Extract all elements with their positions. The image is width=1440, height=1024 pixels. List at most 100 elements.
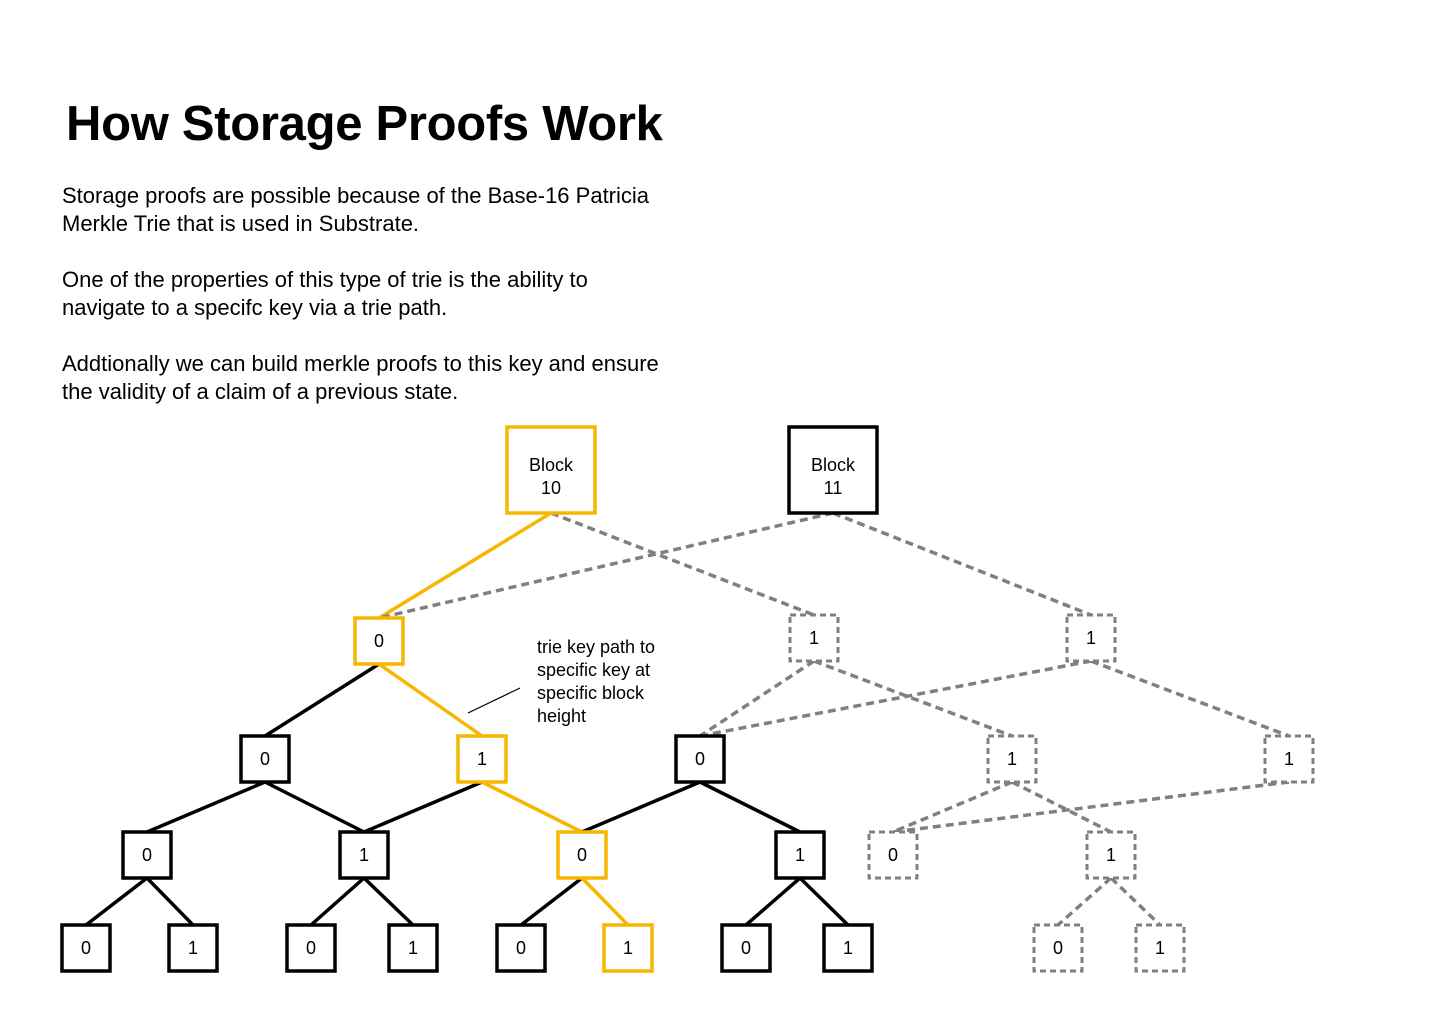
path-annotation: trie key path to specific key at specifi… <box>467 637 660 726</box>
trie-node-l8: 1 <box>822 923 874 973</box>
node-label: 1 <box>843 938 853 958</box>
properties-paragraph: One of the properties of this type of tr… <box>62 266 588 322</box>
trie-node-nd1: 1 <box>1085 830 1137 880</box>
edge-nd1-l10 <box>1109 876 1162 927</box>
trie-node-n010: 0 <box>556 830 608 880</box>
node-label: 1 <box>795 845 805 865</box>
edge-n00-n000 <box>146 780 266 834</box>
node-label: 1 <box>623 938 633 958</box>
intro-line-1: Storage proofs are possible because of t… <box>62 183 650 208</box>
intro-line-2: Merkle Trie that is used in Substrate. <box>62 211 420 236</box>
trie-node-n00: 0 <box>239 734 291 784</box>
annotation-line-4: height <box>537 706 586 726</box>
node-label: 0 <box>260 749 270 769</box>
node-label: 1 <box>359 845 369 865</box>
node-box <box>774 830 826 880</box>
node-box <box>1065 613 1117 663</box>
block-node-b11: Block 11 <box>787 425 879 515</box>
node-box <box>867 830 919 880</box>
annotation-line-1: trie key path to <box>537 637 655 657</box>
edge-n001-l4 <box>362 876 415 927</box>
block-label-line: Block <box>811 455 856 475</box>
trie-node-n001: 1 <box>338 830 390 880</box>
edge-n1d2-n11d2 <box>1090 659 1290 738</box>
node-box <box>822 923 874 973</box>
edge-n00-n001 <box>264 780 365 834</box>
node-box <box>674 734 726 784</box>
trie-node-l6: 1 <box>602 923 654 973</box>
edge-n1d2-n10 <box>699 659 1092 738</box>
trie-node-n01: 1 <box>456 734 508 784</box>
annotation-text: trie key path to specific key at specifi… <box>537 637 660 726</box>
trie-node-n1d2: 1 <box>1065 613 1117 663</box>
node-label: 0 <box>741 938 751 958</box>
trie-node-n000: 0 <box>121 830 173 880</box>
node-box <box>787 425 879 515</box>
node-box <box>1263 734 1315 784</box>
block-node-b10: Block 10 <box>505 425 597 515</box>
node-box <box>60 923 112 973</box>
block-label-line: 10 <box>541 478 561 498</box>
edge-n11d-nd1 <box>1011 780 1112 834</box>
trie-node-l5: 0 <box>495 923 547 973</box>
edge-n000-l2 <box>145 876 195 927</box>
node-box <box>556 830 608 880</box>
intro-paragraph: Storage proofs are possible because of t… <box>62 182 649 238</box>
node-label: 0 <box>888 845 898 865</box>
page-title: How Storage Proofs Work <box>66 97 663 151</box>
edge-n11d2-nd0 <box>892 780 1290 834</box>
edge-n11d-nd0 <box>892 780 1013 834</box>
node-box <box>986 734 1038 784</box>
trie-node-l4: 1 <box>387 923 439 973</box>
annotation-line-3: specific block <box>537 683 645 703</box>
node-label: 1 <box>1007 749 1017 769</box>
node-box <box>1134 923 1186 973</box>
block-label: Block 10 <box>529 455 574 498</box>
edge-b11-n1d2 <box>832 511 1092 617</box>
edge-b10-n1d <box>550 511 815 617</box>
edge-n10-n010 <box>581 780 701 834</box>
node-label: 0 <box>81 938 91 958</box>
trie-node-n11d: 1 <box>986 734 1038 784</box>
proofs-paragraph: Addtionally we can build merkle proofs t… <box>62 350 659 406</box>
trie-node-n11d2: 1 <box>1263 734 1315 784</box>
node-box <box>239 734 291 784</box>
node-box <box>338 830 390 880</box>
edge-n1d-n10 <box>699 659 815 738</box>
node-box <box>1085 830 1137 880</box>
edge-b10-n0 <box>378 511 552 620</box>
node-label: 1 <box>188 938 198 958</box>
edge-n011-l8 <box>798 876 850 927</box>
edge-n011-l7 <box>744 876 802 927</box>
edge-n010-l5 <box>519 876 584 927</box>
node-box <box>602 923 654 973</box>
block-label-line: Block <box>529 455 574 475</box>
trie-node-l7: 0 <box>720 923 772 973</box>
node-label: 0 <box>1053 938 1063 958</box>
node-box <box>495 923 547 973</box>
trie-node-nd0: 0 <box>867 830 919 880</box>
edge-n1d-n11d <box>813 659 1013 738</box>
edge-n01-n010 <box>481 780 583 834</box>
node-label: 0 <box>142 845 152 865</box>
edge-n10-n011 <box>699 780 801 834</box>
node-label: 1 <box>1106 845 1116 865</box>
edge-b11-n0 <box>378 511 834 620</box>
node-box <box>720 923 772 973</box>
node-box <box>121 830 173 880</box>
trie-node-l3: 0 <box>285 923 337 973</box>
node-label: 0 <box>374 631 384 651</box>
trie-node-n0: 0 <box>353 616 405 666</box>
node-box <box>285 923 337 973</box>
trie-node-n1d: 1 <box>788 613 840 663</box>
node-box <box>353 616 405 666</box>
edge-n0-n00 <box>264 662 380 738</box>
proofs-line-2: the validity of a claim of a previous st… <box>62 379 459 404</box>
block-label-line: 11 <box>824 478 843 498</box>
edge-n010-l6 <box>580 876 630 927</box>
node-box <box>456 734 508 784</box>
trie-node-n10: 0 <box>674 734 726 784</box>
node-box <box>1032 923 1084 973</box>
